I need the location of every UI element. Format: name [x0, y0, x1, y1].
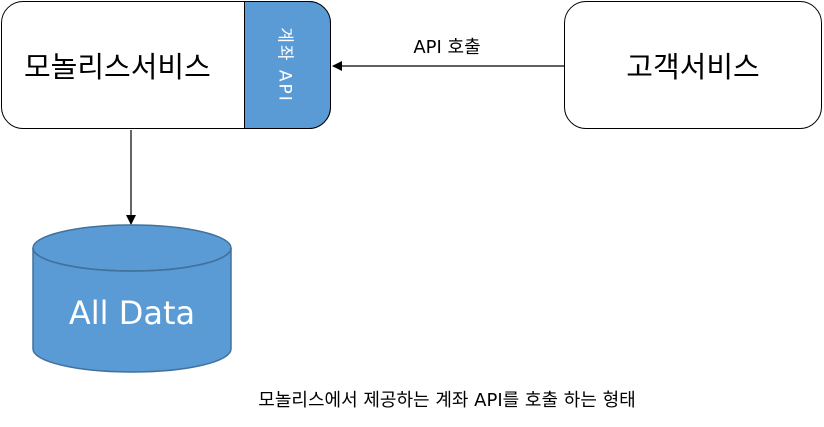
account-api-node: [244, 1, 331, 129]
database-cylinder: [32, 224, 232, 373]
monolith-service-label: 모놀리스서비스: [24, 50, 211, 84]
api-call-label: API 호출: [413, 37, 481, 58]
customer-service-label: 고객서비스: [626, 50, 760, 84]
diagram-caption: 모놀리스에서 제공하는 계좌 API를 호출 하는 형태: [258, 390, 636, 411]
customer-service-node: 고객서비스: [564, 1, 822, 129]
database-label: All Data: [68, 294, 196, 332]
